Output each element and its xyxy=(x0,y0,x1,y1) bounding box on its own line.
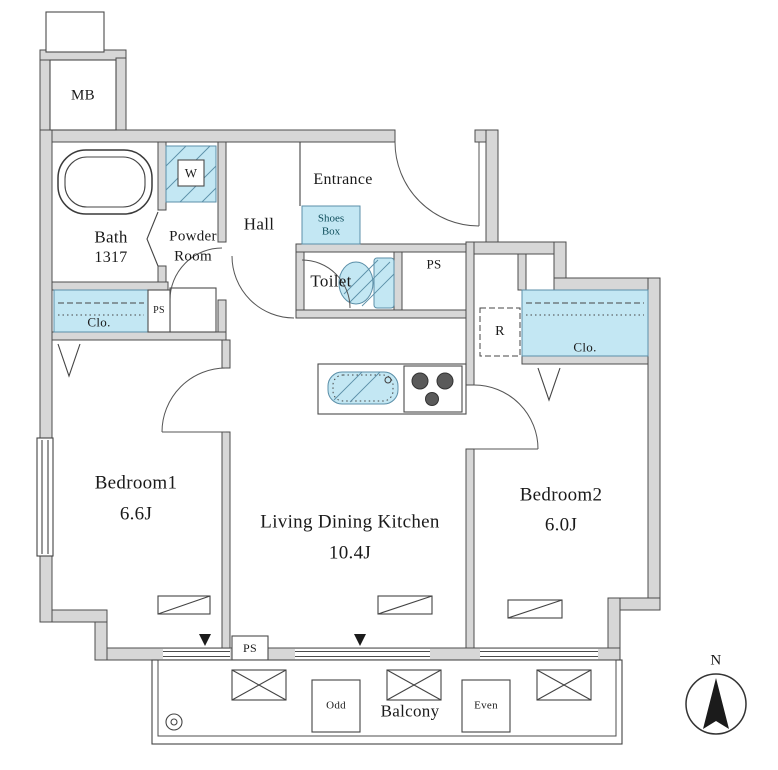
bedroom1-label: Bedroom1 xyxy=(94,472,178,494)
bath-label: Bath xyxy=(94,227,128,247)
hall-label: Hall xyxy=(243,214,275,234)
even-label: Even xyxy=(474,699,498,712)
closet-left-label: Clo. xyxy=(87,314,111,330)
entrance-door-arc xyxy=(394,141,480,227)
kitchen-counter xyxy=(317,363,467,415)
balcony-area xyxy=(151,659,623,745)
floor-marks xyxy=(157,595,563,619)
ldk-label: Living Dining Kitchen xyxy=(260,511,440,533)
washer-label: W xyxy=(184,165,198,181)
toilet-door-arc xyxy=(301,259,351,309)
closet-right-label: Clo. xyxy=(573,339,597,355)
meter-box-label: MB xyxy=(71,87,95,104)
odd-label: Odd xyxy=(326,699,346,712)
bedroom2-area-label: 6.0J xyxy=(544,514,578,536)
vanity-icon xyxy=(169,287,217,333)
bedroom2-door-arc xyxy=(473,384,539,450)
balcony-door-openings xyxy=(163,649,598,659)
bathtub-icon xyxy=(57,149,153,215)
left-window xyxy=(36,437,54,557)
shoes-box-icon xyxy=(301,205,361,245)
compass-north-label: N xyxy=(710,652,722,669)
bath-folding-door-icon xyxy=(146,211,159,267)
pipe-space-bottom-label: PS xyxy=(243,641,257,655)
bedroom1-door-arc xyxy=(161,367,227,433)
pipe-space-left-label: PS xyxy=(153,305,165,316)
closet-left-icon xyxy=(53,289,171,333)
refrigerator-label: R xyxy=(495,324,505,339)
stove-icon xyxy=(403,365,463,413)
pipe-space-bottom-box xyxy=(231,635,269,661)
hanger-mark-bedroom1 xyxy=(57,343,81,378)
toilet-label: Toilet xyxy=(310,271,352,291)
meter-box xyxy=(45,11,117,131)
ac-unit-icon xyxy=(386,669,442,701)
bedroom1-area-label: 6.6J xyxy=(119,503,153,525)
hall-ldk-door-arc xyxy=(231,255,295,319)
entrance-label: Entrance xyxy=(313,171,373,188)
bath-size-label: 1317 xyxy=(94,249,128,266)
even-box xyxy=(461,679,511,733)
bedroom2-label: Bedroom2 xyxy=(519,484,603,506)
powder-room-door-arc xyxy=(169,247,223,301)
balcony-label: Balcony xyxy=(380,701,440,721)
drain-icon xyxy=(165,713,183,731)
ldk-area-label: 10.4J xyxy=(328,542,372,564)
refrigerator-space xyxy=(479,307,521,357)
powder-room-label-1: Powder xyxy=(169,228,217,245)
powder-room-label-2: Room xyxy=(174,248,212,265)
ac-unit-icon xyxy=(536,669,592,701)
washing-machine-icon xyxy=(165,145,217,203)
hanger-mark-bedroom2 xyxy=(537,367,561,402)
odd-box xyxy=(311,679,361,733)
sliding-door-markers xyxy=(199,634,366,646)
kitchen-sink-icon xyxy=(327,371,399,405)
shoes-box-label-2: Box xyxy=(321,225,341,238)
closet-right-icon xyxy=(521,289,649,357)
shoes-box-label-1: Shoes xyxy=(317,212,345,225)
compass-north-icon xyxy=(685,673,747,735)
pipe-space-top-label: PS xyxy=(426,256,442,272)
ac-unit-icon xyxy=(231,669,287,701)
